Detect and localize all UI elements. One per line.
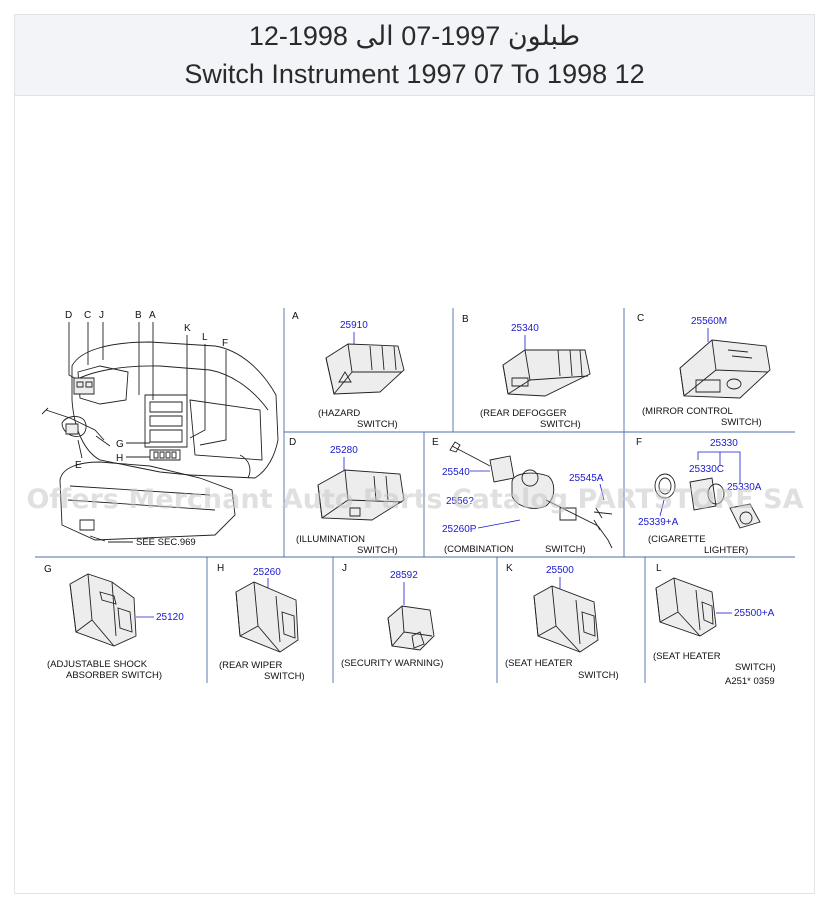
- panel-e-caption-1: (COMBINATION: [444, 544, 514, 555]
- page-header: طبلون 1997-07 الى 1998-12 Switch Instrum…: [15, 15, 814, 96]
- panel-c-caption-1: (MIRROR CONTROL: [642, 406, 733, 417]
- mirror-knob-icon: [726, 378, 742, 390]
- callout-d: D: [65, 310, 72, 321]
- part-number-25260p: 25260P: [442, 524, 477, 535]
- callout-b: B: [135, 310, 142, 321]
- defogger-icon: [511, 377, 529, 387]
- part-number-25330: 25330: [710, 438, 738, 449]
- panel-f-caption-1: (CIGARETTE: [648, 534, 706, 545]
- panel-g-caption-1: (ADJUSTABLE SHOCK: [47, 659, 148, 670]
- figure-code: A251* 0359: [725, 676, 775, 687]
- callout-k: K: [184, 323, 191, 334]
- panel-h-caption-1: (REAR WIPER: [219, 660, 282, 671]
- callout-f: F: [222, 338, 228, 349]
- part-number-25260: 25260: [253, 567, 281, 578]
- callout-a: A: [149, 310, 156, 321]
- panel-g-letter: G: [44, 564, 52, 575]
- part-number-28592: 28592: [390, 570, 418, 581]
- panel-b-rear-defogger-switch[interactable]: B 25340 (REAR DEFOGGER SWITCH): [462, 314, 591, 430]
- panel-l-seat-heater-switch[interactable]: L 25500+A (SEAT HEATER SWITCH) A251* 035…: [653, 563, 776, 687]
- page-title-arabic: طبلون 1997-07 الى 1998-12: [248, 21, 581, 51]
- panel-j-letter: J: [342, 563, 347, 574]
- panel-k-caption-2: SWITCH): [578, 670, 619, 681]
- panel-b-letter: B: [462, 314, 469, 325]
- panel-e-letter: E: [432, 437, 439, 448]
- hazard-triangle-icon: [338, 371, 352, 383]
- shock-absorber-icon: [117, 607, 133, 633]
- panel-b-caption-1: (REAR DEFOGGER: [480, 408, 567, 419]
- panel-l-letter: L: [656, 563, 662, 574]
- callout-h: H: [116, 453, 123, 464]
- part-number-25560m: 25560M: [691, 316, 727, 327]
- panel-d-letter: D: [289, 437, 296, 448]
- panel-grid: [35, 308, 795, 683]
- see-section-note: SEE SEC.969: [136, 537, 196, 548]
- panel-k-letter: K: [506, 563, 513, 574]
- part-number-25339-a: 25339+A: [638, 517, 679, 528]
- part-number-2556x: 2556?: [446, 496, 474, 507]
- panel-g-caption-2: ABSORBER SWITCH): [66, 670, 162, 681]
- panel-f-cigarette-lighter[interactable]: F 25330 25330C 25330A 25339+A (CIGARETTE…: [636, 437, 762, 556]
- part-number-25500: 25500: [546, 565, 574, 576]
- watermark-text: Offers Merchant Auto Parts Catalog PARTS…: [26, 484, 803, 515]
- panel-j-security-warning[interactable]: J 28592 (SECURITY WARNING): [341, 563, 443, 669]
- callout-c: C: [84, 310, 91, 321]
- panel-l-caption-2: SWITCH): [735, 662, 776, 673]
- page-frame: [14, 14, 815, 894]
- part-number-25500-a: 25500+A: [734, 608, 775, 619]
- callout-l: L: [202, 332, 208, 343]
- panel-g-shock-absorber-switch[interactable]: G 25120 (ADJUSTABLE SHOCK ABSORBER SWITC…: [44, 564, 184, 681]
- panel-k-caption-1: (SEAT HEATER: [505, 658, 573, 669]
- panel-b-caption-2: SWITCH): [540, 419, 581, 430]
- panel-d-illumination-switch[interactable]: D 25280 (ILLUMINATION SWITCH): [289, 437, 405, 556]
- panel-k-seat-heater-switch[interactable]: K 25500 (SEAT HEATER SWITCH): [505, 563, 619, 681]
- part-number-25910: 25910: [340, 320, 368, 331]
- panel-a-hazard-switch[interactable]: A 25910 (HAZARD SWITCH): [292, 311, 405, 430]
- part-number-25540: 25540: [442, 467, 470, 478]
- panel-d-caption-2: SWITCH): [357, 545, 398, 556]
- panel-c-mirror-control-switch[interactable]: C 25560M (MIRROR CONTROL SWITCH): [637, 313, 771, 428]
- panel-h-rear-wiper-switch[interactable]: H 25260 (REAR WIPER SWITCH): [217, 563, 305, 682]
- part-number-25330c: 25330C: [689, 464, 724, 475]
- panel-h-caption-2: SWITCH): [264, 671, 305, 682]
- part-number-25330a: 25330A: [727, 482, 762, 493]
- panel-c-caption-2: SWITCH): [721, 417, 762, 428]
- dashboard-overview[interactable]: D C J B A K L F G H E SEE SEC.969: [41, 310, 279, 548]
- panel-a-caption-2: SWITCH): [357, 419, 398, 430]
- callout-g: G: [116, 439, 124, 450]
- panel-l-caption-1: (SEAT HEATER: [653, 651, 721, 662]
- part-number-25280: 25280: [330, 445, 358, 456]
- callout-e: E: [75, 460, 82, 471]
- page-title-english: Switch Instrument 1997 07 To 1998 12: [184, 59, 645, 89]
- panel-f-caption-2: LIGHTER): [704, 545, 748, 556]
- rear-wiper-icon: [281, 611, 296, 639]
- panel-f-letter: F: [636, 437, 642, 448]
- panel-e-caption-2: SWITCH): [545, 544, 586, 555]
- panel-c-letter: C: [637, 313, 644, 324]
- panel-a-letter: A: [292, 311, 299, 322]
- part-number-25120: 25120: [156, 612, 184, 623]
- panel-e-combination-switch[interactable]: E 25540 25545A 2556? 25260P (COMBINATION…: [432, 437, 613, 555]
- panel-h-letter: H: [217, 563, 224, 574]
- part-number-25340: 25340: [511, 323, 539, 334]
- seat-heater-icon: [581, 611, 596, 637]
- panel-a-caption-1: (HAZARD: [318, 408, 360, 419]
- callout-j: J: [99, 310, 104, 321]
- seat-heater-icon-l: [701, 601, 714, 625]
- part-number-25545a: 25545A: [569, 473, 604, 484]
- panel-d-caption-1: (ILLUMINATION: [296, 534, 365, 545]
- panel-j-caption: (SECURITY WARNING): [341, 658, 443, 669]
- thumbwheel-icon: [349, 507, 361, 517]
